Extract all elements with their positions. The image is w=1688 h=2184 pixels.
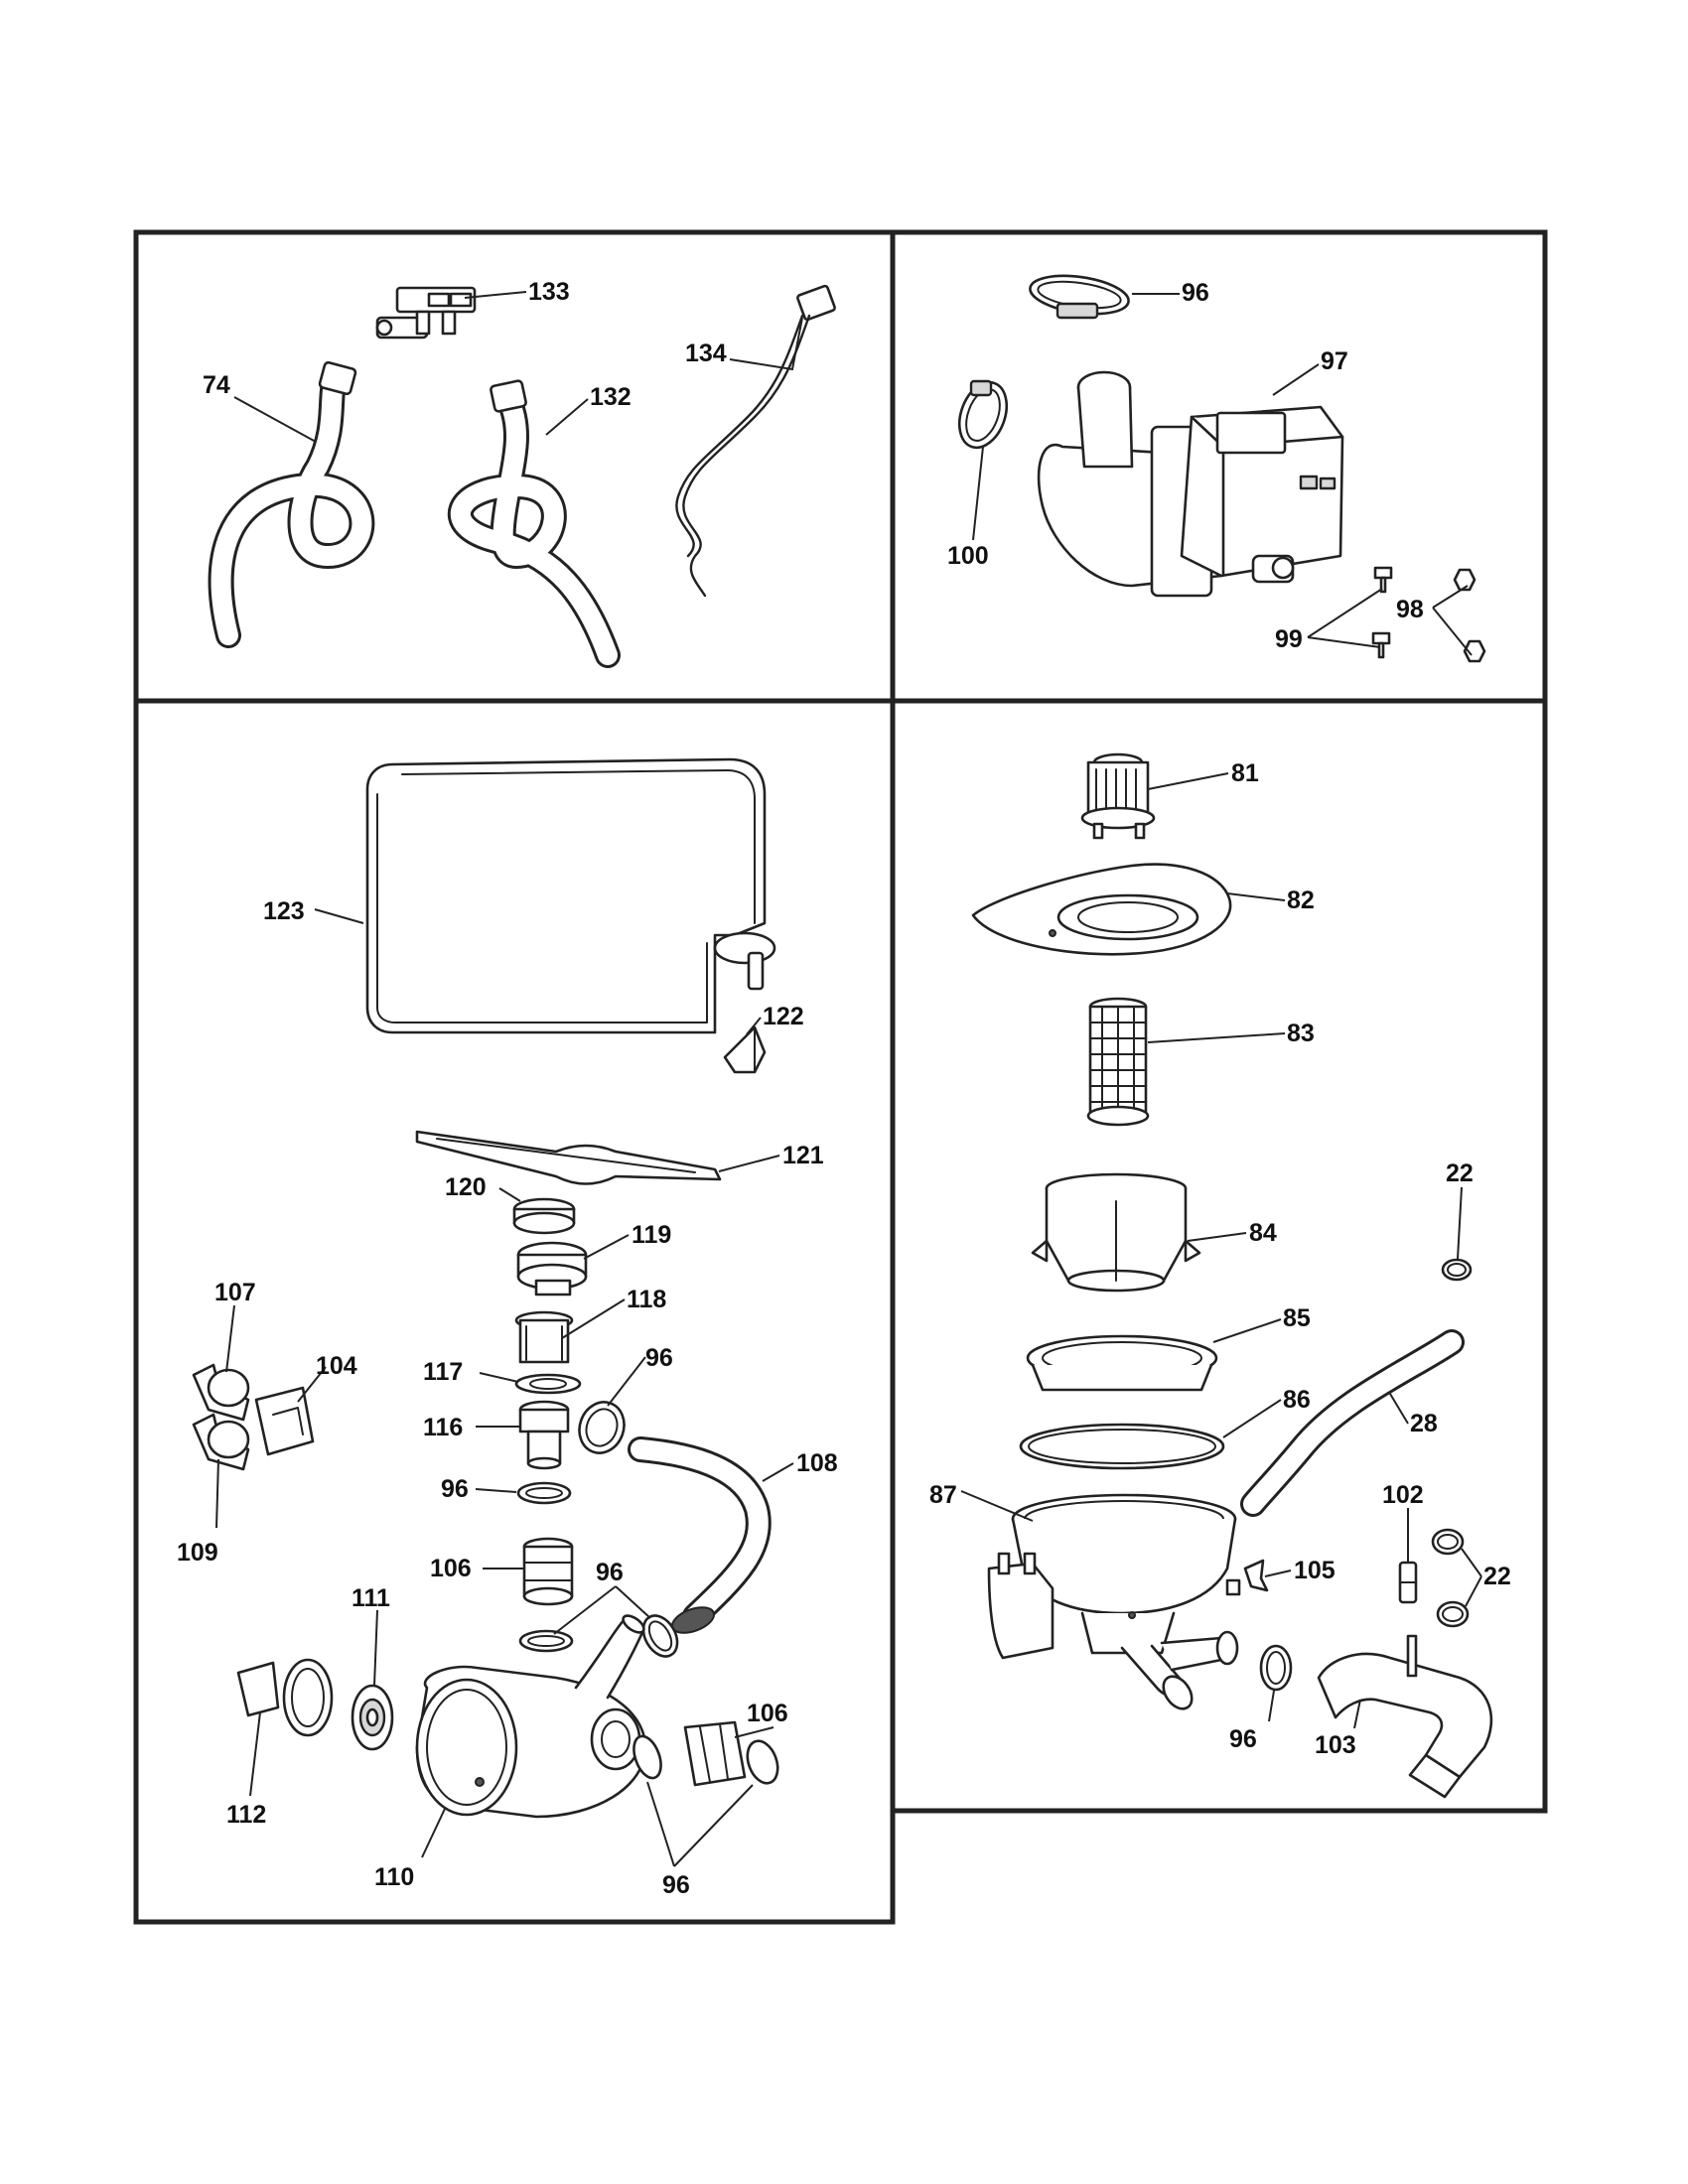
part-120-nut — [512, 1197, 576, 1235]
part-132-hose — [447, 379, 621, 668]
callout-122: 122 — [763, 1003, 804, 1030]
callout-74: 74 — [203, 371, 230, 399]
part-134-wire-harness — [675, 284, 836, 598]
callout-86: 86 — [1283, 1386, 1311, 1414]
callout-85: 85 — [1283, 1304, 1311, 1332]
callout-106: 106 — [430, 1555, 472, 1582]
part-82-filter-plate — [971, 863, 1232, 956]
callout-111: 111 — [352, 1584, 390, 1612]
leader-lines — [215, 291, 1482, 1867]
callout-117: 117 — [423, 1358, 463, 1386]
callout-98: 98 — [1396, 596, 1424, 623]
callout-22: 22 — [1446, 1160, 1474, 1187]
part-106-coupling-a — [522, 1537, 574, 1606]
callout-121: 121 — [782, 1142, 824, 1169]
part-102-connector — [1398, 1561, 1418, 1604]
callout-labels: 133 74 132 134 96 97 100 98 99 123 122 1… — [177, 278, 1511, 1899]
callout-96: 96 — [645, 1344, 673, 1372]
part-106-coupling-b — [633, 1720, 779, 1787]
callout-82: 82 — [1287, 887, 1315, 914]
part-121-lower-spray-arm — [415, 1130, 722, 1185]
callout-110: 110 — [374, 1863, 414, 1891]
part-87-sump — [987, 1493, 1241, 1710]
part-103-drain-hose — [1317, 1634, 1493, 1799]
part-83-coarse-filter — [1086, 997, 1150, 1127]
part-86-seal-ring — [1019, 1423, 1225, 1470]
part-105-clip — [1243, 1559, 1269, 1592]
callout-105: 105 — [1294, 1557, 1336, 1584]
part-22-rings-b — [1431, 1528, 1470, 1628]
callout-96: 96 — [1182, 279, 1209, 307]
part-118-filter — [514, 1310, 574, 1364]
part-98-nuts — [1453, 568, 1486, 663]
part-96-clamp-f — [1259, 1644, 1293, 1692]
callout-108: 108 — [796, 1449, 838, 1477]
callout-112: 112 — [226, 1801, 266, 1829]
callout-104: 104 — [316, 1352, 357, 1380]
callout-120: 120 — [445, 1173, 487, 1201]
callout-96: 96 — [441, 1475, 469, 1503]
part-107-109-valves — [192, 1363, 250, 1471]
part-117-gasket — [514, 1373, 582, 1395]
part-133-inlet-valve — [375, 286, 477, 340]
part-97-drain-pump — [1037, 370, 1344, 598]
callout-116: 116 — [423, 1414, 463, 1441]
callout-84: 84 — [1249, 1219, 1277, 1247]
callout-118: 118 — [627, 1286, 666, 1313]
part-96-clamp-b — [578, 1401, 626, 1454]
part-111-seal — [351, 1684, 394, 1751]
callout-96: 96 — [662, 1871, 690, 1899]
callout-106: 106 — [747, 1700, 788, 1727]
callout-83: 83 — [1287, 1020, 1315, 1047]
callout-28: 28 — [1410, 1410, 1438, 1437]
callout-133: 133 — [528, 278, 570, 306]
callout-97: 97 — [1321, 347, 1348, 375]
part-96-clamp-d — [518, 1614, 679, 1658]
part-85-retaining-ring — [1026, 1334, 1218, 1392]
part-22-ring-a — [1441, 1258, 1473, 1282]
part-123-spray-arm-tube — [365, 757, 776, 1034]
part-122-bracket — [723, 1025, 767, 1074]
callout-119: 119 — [632, 1221, 671, 1249]
part-112-bracket — [236, 1658, 334, 1737]
part-84-filter-housing — [1031, 1172, 1201, 1293]
panel-sump-and-filter-assembly — [890, 698, 1548, 1814]
part-96-clamp-top — [1029, 274, 1130, 320]
part-116-adapter — [518, 1400, 570, 1470]
callout-99: 99 — [1275, 625, 1303, 653]
callout-132: 132 — [590, 383, 632, 411]
part-99-screws — [1371, 566, 1393, 659]
part-100-hose-clamp — [957, 379, 1009, 450]
part-28-tube — [1240, 1329, 1465, 1517]
part-104-bracket — [254, 1386, 315, 1456]
callout-107: 107 — [214, 1279, 256, 1306]
part-81-fine-filter-cap — [1080, 752, 1156, 840]
callout-96: 96 — [1229, 1725, 1257, 1753]
callout-100: 100 — [947, 542, 989, 570]
part-110-circulation-pump — [415, 1614, 647, 1819]
callout-87: 87 — [929, 1481, 957, 1509]
callout-123: 123 — [263, 897, 305, 925]
part-96-clamp-c — [516, 1481, 572, 1505]
part-74-hose — [208, 360, 375, 648]
callout-96: 96 — [596, 1559, 624, 1586]
callout-102: 102 — [1382, 1481, 1424, 1509]
part-108-hose — [628, 1436, 772, 1634]
callout-103: 103 — [1315, 1731, 1356, 1759]
callout-134: 134 — [685, 340, 727, 367]
callout-109: 109 — [177, 1539, 218, 1567]
callout-22: 22 — [1483, 1563, 1511, 1590]
callout-81: 81 — [1231, 759, 1259, 787]
part-119-impeller-housing — [516, 1241, 588, 1297]
